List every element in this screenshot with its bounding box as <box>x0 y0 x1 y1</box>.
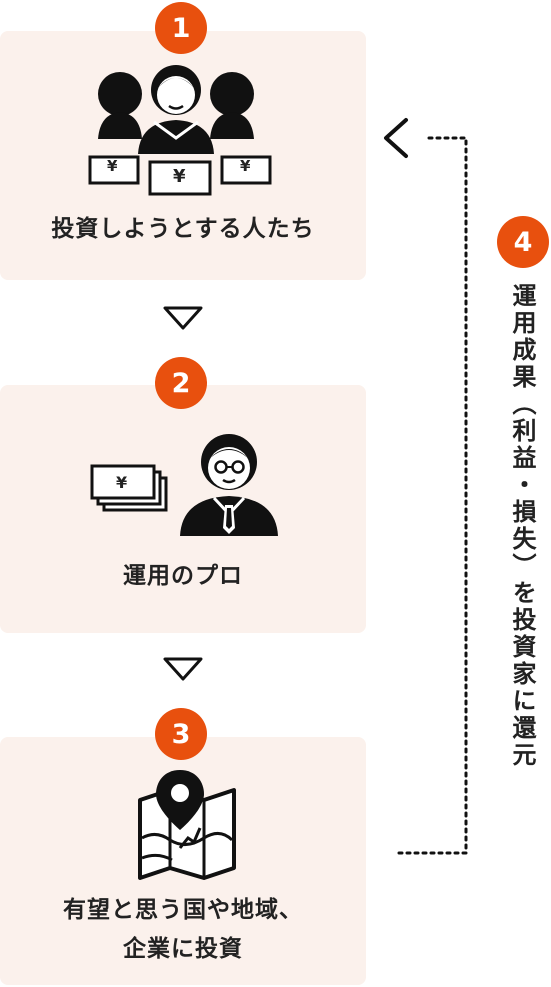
step-3-label-line-2: 企業に投資 <box>123 936 243 962</box>
investors-icon <box>88 65 272 196</box>
step-2-card <box>0 385 366 633</box>
step-3-badge: 3 <box>155 708 207 760</box>
bill-yen-right: ¥ <box>240 157 251 175</box>
step-4-badge: 4 <box>497 216 549 268</box>
bill-yen-center: ¥ <box>173 166 186 187</box>
fund-manager-icon <box>90 434 278 536</box>
step-1-label: 投資しようとする人たち <box>51 216 315 242</box>
step-4-label: 運用成果（利益・損失）を投資家に還元 <box>508 283 536 769</box>
stacked-bill-yen: ¥ <box>116 473 128 492</box>
step-1-badge: 1 <box>155 2 207 54</box>
step-2-badge: 2 <box>155 357 207 409</box>
step-2-label: 運用のプロ <box>123 563 243 589</box>
step-3-label-line-1: 有望と思う国や地域、 <box>63 897 303 923</box>
down-arrow-1 <box>163 306 203 330</box>
bill-yen-left: ¥ <box>107 157 118 175</box>
map-pin-icon <box>138 770 236 880</box>
down-arrow-2 <box>163 657 203 681</box>
